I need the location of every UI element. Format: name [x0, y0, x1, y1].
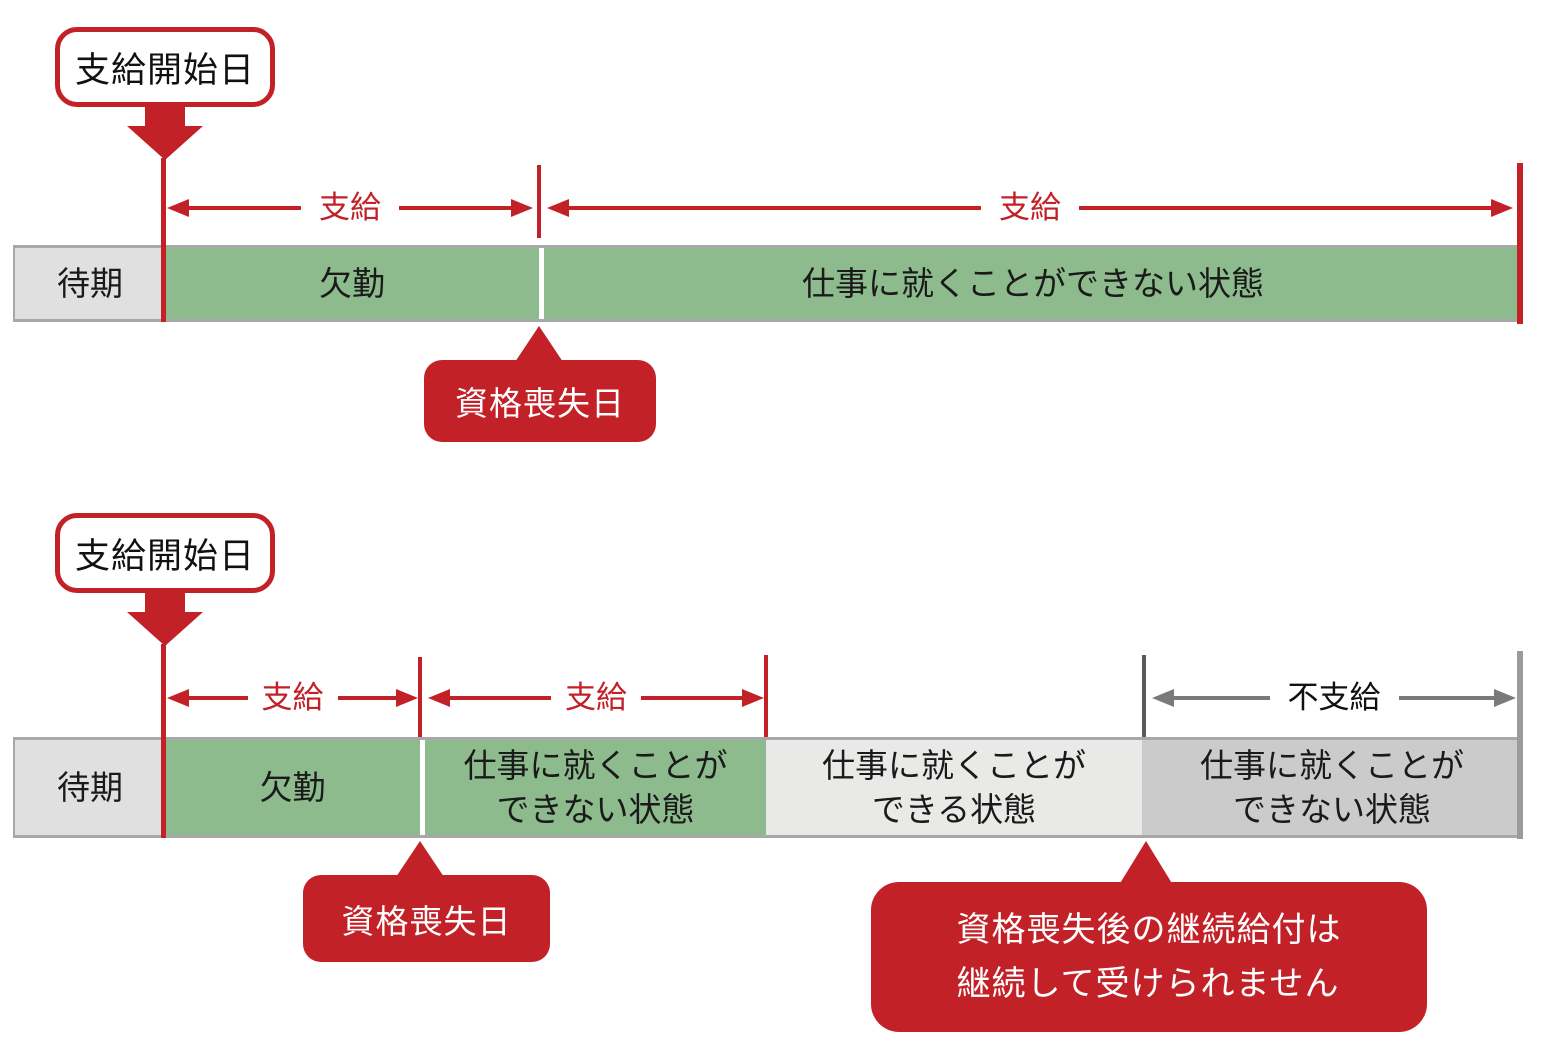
note-pointer-icon — [1119, 841, 1173, 885]
payment-arrow-1-bottom: 支給 — [167, 677, 418, 719]
down-arrow-stem-icon — [145, 106, 185, 128]
section-label: 仕事に就くことができない状態 — [463, 745, 728, 829]
timeline-bar-top: 待期 欠勤 仕事に就くことができない状態 — [13, 245, 1522, 322]
section-label: 待期 — [57, 767, 123, 807]
continuation-note-text: 資格喪失後の継続給付は継続して受けられません — [956, 909, 1342, 1004]
start-date-line — [161, 158, 166, 322]
section-label: 欠勤 — [319, 263, 385, 303]
arrow-left-head-icon — [167, 199, 189, 217]
payment-label: 支給 — [565, 679, 627, 716]
start-date-callout-top: 支給開始日 — [55, 27, 275, 107]
loss-date-callout-top: 資格喪失日 — [424, 360, 656, 442]
section-unable-to-work: 仕事に就くことができない状態 — [544, 248, 1522, 319]
section-unable-to-work-paid: 仕事に就くことができない状態 — [425, 740, 766, 835]
payment-label: 支給 — [319, 189, 381, 226]
section-label: 仕事に就くことができる状態 — [822, 745, 1086, 829]
section-divider — [420, 740, 425, 835]
arrow-line — [399, 206, 511, 210]
arrow-line — [1174, 696, 1270, 700]
arrow-right-head-icon — [1494, 689, 1516, 707]
section-label: 欠勤 — [259, 767, 326, 807]
arrow-line — [569, 206, 981, 210]
payment-arrow-2-bottom: 支給 — [428, 677, 764, 719]
section-label: 仕事に就くことができない状態 — [802, 263, 1264, 303]
arrow-line — [189, 206, 301, 210]
arrow-line — [1079, 206, 1491, 210]
timeline-end-line — [1517, 651, 1523, 839]
arrow-left-head-icon — [428, 689, 450, 707]
arrow-left-head-icon — [1152, 689, 1174, 707]
payment-arrow-1-top: 支給 — [167, 187, 533, 229]
loss-date-callout-bottom: 資格喪失日 — [303, 875, 550, 962]
payment-label: 支給 — [999, 189, 1061, 226]
timeline-bar-bottom: 待期 欠勤 仕事に就くことができない状態 仕事に就くことができる状態 仕事に就く… — [13, 737, 1522, 838]
arrow-line — [450, 696, 551, 700]
section-absence: 欠勤 — [165, 248, 539, 319]
down-arrow-head-icon — [127, 126, 203, 160]
section-waiting-period: 待期 — [15, 248, 165, 319]
arrow-line — [337, 696, 396, 700]
arrow-line — [1398, 696, 1494, 700]
section-label: 待期 — [57, 263, 123, 303]
start-date-callout-bottom: 支給開始日 — [55, 513, 275, 593]
start-date-label: 支給開始日 — [74, 536, 255, 577]
period-end-line — [1517, 163, 1523, 324]
arrow-right-head-icon — [511, 199, 533, 217]
no-payment-start-tick — [1142, 655, 1146, 737]
loss-date-pointer-icon — [515, 326, 563, 362]
loss-date-label: 資格喪失日 — [455, 384, 625, 423]
arrow-right-head-icon — [1491, 199, 1513, 217]
arrow-line — [189, 696, 248, 700]
loss-date-tick — [537, 165, 541, 238]
loss-date-label: 資格喪失日 — [341, 901, 512, 941]
section-label: 仕事に就くことができない状態 — [1200, 745, 1464, 829]
arrow-left-head-icon — [167, 689, 189, 707]
arrow-right-head-icon — [396, 689, 418, 707]
arrow-right-head-icon — [742, 689, 764, 707]
section-waiting-period: 待期 — [15, 740, 165, 835]
arrow-line — [641, 696, 742, 700]
section-able-to-work: 仕事に就くことができる状態 — [766, 740, 1142, 835]
payment-arrow-2-top: 支給 — [547, 187, 1513, 229]
section-absence: 欠勤 — [165, 740, 420, 835]
section-unable-to-work-unpaid: 仕事に就くことができない状態 — [1142, 740, 1522, 835]
section-divider — [539, 248, 544, 319]
start-date-line — [161, 644, 166, 838]
no-payment-label: 不支給 — [1287, 679, 1381, 716]
no-payment-arrow: 不支給 — [1152, 677, 1516, 719]
down-arrow-stem-icon — [145, 592, 185, 614]
start-date-label: 支給開始日 — [74, 50, 255, 91]
continuation-note-callout: 資格喪失後の継続給付は継続して受けられません — [871, 882, 1427, 1032]
arrow-left-head-icon — [547, 199, 569, 217]
payment-label: 支給 — [261, 679, 324, 716]
payment-end-tick — [764, 655, 768, 737]
down-arrow-head-icon — [127, 612, 203, 646]
loss-date-tick — [418, 657, 422, 737]
loss-date-pointer-icon — [396, 841, 444, 877]
